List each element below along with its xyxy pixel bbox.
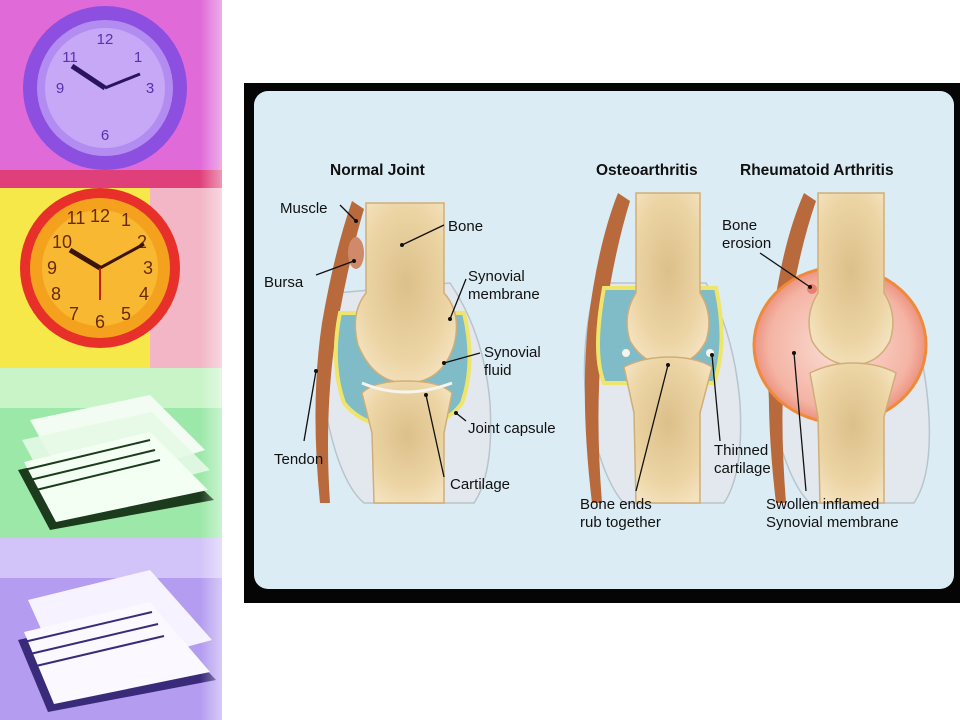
title-normal-joint: Normal Joint xyxy=(330,162,425,179)
svg-text:5: 5 xyxy=(121,304,131,324)
label-thinned-cartilage-line1: Thinned xyxy=(714,442,768,459)
svg-text:2: 2 xyxy=(137,232,147,252)
title-osteoarthritis: Osteoarthritis xyxy=(596,162,698,179)
svg-text:9: 9 xyxy=(56,80,64,97)
label-muscle: Muscle xyxy=(280,200,328,217)
svg-text:12: 12 xyxy=(90,206,110,226)
label-joint-capsule: Joint capsule xyxy=(468,420,556,437)
label-synovial-fluid-line1: Synovial xyxy=(484,344,541,361)
svg-text:7: 7 xyxy=(69,304,79,324)
rheumatoid-illustration xyxy=(752,192,931,504)
normal-joint-illustration xyxy=(315,201,492,504)
label-cartilage: Cartilage xyxy=(450,476,510,493)
label-bone: Bone xyxy=(448,218,483,235)
svg-text:1: 1 xyxy=(121,210,131,230)
label-bone-erosion-line1: Bone xyxy=(722,217,757,234)
joint-diagram: Normal Joint Osteoarthritis Rheumatoid A… xyxy=(254,91,954,589)
svg-text:9: 9 xyxy=(47,258,57,278)
label-synovial-membrane-line1: Synovial xyxy=(468,268,525,285)
title-rheumatoid-arthritis: Rheumatoid Arthritis xyxy=(740,162,894,179)
svg-text:12: 12 xyxy=(97,31,114,48)
svg-text:6: 6 xyxy=(95,312,105,332)
lavender-papers-image xyxy=(0,538,222,720)
leader-lines xyxy=(303,204,812,492)
svg-text:11: 11 xyxy=(67,208,86,228)
label-thinned-cartilage-line2: cartilage xyxy=(714,460,771,477)
label-synovial-membrane-line2: membrane xyxy=(468,286,540,303)
label-bone-erosion-line2: erosion xyxy=(722,235,771,252)
label-bone-ends-line2: rub together xyxy=(580,514,661,531)
svg-text:11: 11 xyxy=(62,49,78,66)
label-swollen-line1: Swollen inflamed xyxy=(766,496,879,513)
svg-text:8: 8 xyxy=(51,284,61,304)
svg-text:3: 3 xyxy=(146,80,154,97)
osteoarthritis-illustration xyxy=(583,192,742,504)
svg-text:6: 6 xyxy=(101,127,109,144)
label-swollen-line2: Synovial membrane xyxy=(766,514,899,531)
svg-text:4: 4 xyxy=(139,284,149,304)
svg-text:3: 3 xyxy=(143,258,153,278)
label-bursa: Bursa xyxy=(264,274,304,291)
orange-clock-image: 12 3 6 9 10 1 2 4 5 7 8 11 xyxy=(0,188,222,368)
label-synovial-fluid-line2: fluid xyxy=(484,362,512,379)
label-bone-ends-line1: Bone ends xyxy=(580,496,652,513)
joint-diagram-frame: Normal Joint Osteoarthritis Rheumatoid A… xyxy=(244,83,960,603)
green-papers-image xyxy=(0,368,222,538)
svg-text:1: 1 xyxy=(134,49,142,66)
svg-text:10: 10 xyxy=(52,232,72,252)
label-tendon: Tendon xyxy=(274,451,323,468)
